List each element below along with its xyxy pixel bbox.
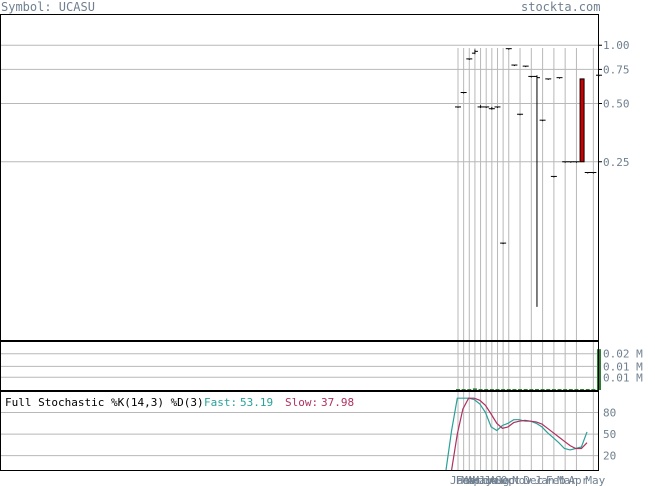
x-tick-label: Oct bbox=[501, 474, 521, 486]
volume-bar bbox=[534, 389, 539, 390]
volume-bar bbox=[557, 389, 562, 390]
volume-bar bbox=[574, 389, 579, 390]
axis-labels: Full Stochastic %K(14,3) %D(3) Fast: 53.… bbox=[5, 39, 643, 486]
x-tick-label: Dec bbox=[523, 474, 543, 486]
price-bar bbox=[579, 78, 585, 163]
x-tick-label: Mar bbox=[461, 474, 481, 486]
price-tick-label: 0.50 bbox=[603, 98, 630, 111]
price-panel bbox=[455, 48, 602, 307]
volume-bar bbox=[585, 389, 590, 390]
x-tick-label: May bbox=[585, 474, 605, 486]
x-tick-label: Jan bbox=[535, 474, 555, 486]
volume-bar bbox=[551, 389, 556, 390]
x-tick-label: Mar bbox=[557, 474, 577, 486]
price-tick-label: 0.25 bbox=[603, 156, 630, 169]
slow-legend-label: Slow: bbox=[285, 396, 318, 409]
x-tick-label: Apr bbox=[467, 474, 487, 486]
x-tick-label: Apr bbox=[568, 474, 588, 486]
volume-bar bbox=[467, 389, 472, 390]
x-tick-label: Feb bbox=[456, 474, 476, 486]
stochastic-panel bbox=[445, 397, 588, 471]
grid-layer bbox=[0, 44, 602, 470]
volume-bar bbox=[501, 389, 506, 390]
stochastic-frame bbox=[0, 391, 599, 471]
volume-bar bbox=[489, 389, 494, 390]
volume-bar bbox=[563, 389, 568, 390]
price-tick-label: 1.00 bbox=[603, 39, 630, 52]
price-tick-label: 0.75 bbox=[603, 63, 630, 76]
fast-legend-label: Fast: bbox=[204, 396, 237, 409]
volume-bar bbox=[478, 389, 483, 390]
volume-bar bbox=[546, 389, 551, 390]
volume-bar bbox=[472, 388, 477, 390]
panel-frames bbox=[0, 14, 599, 471]
symbol-label: Symbol: UCASU bbox=[1, 0, 95, 14]
stochastic-tick-label: 20 bbox=[603, 450, 616, 463]
volume-panel bbox=[456, 349, 601, 390]
volume-bar bbox=[591, 389, 596, 390]
volume-tick-label: 0.01 M bbox=[603, 371, 643, 384]
x-tick-label: Jan bbox=[450, 474, 470, 486]
volume-tick-label: 0.02 M bbox=[603, 348, 643, 361]
volume-bar bbox=[506, 389, 511, 390]
stochastic-tick-label: 80 bbox=[603, 407, 616, 420]
volume-bar bbox=[484, 389, 489, 390]
volume-bar bbox=[456, 389, 460, 390]
volume-frame bbox=[0, 341, 599, 391]
x-tick-label: Nov bbox=[512, 474, 532, 486]
volume-bar bbox=[580, 389, 585, 390]
fast-legend-value: 53.19 bbox=[240, 396, 273, 409]
volume-bar bbox=[568, 389, 573, 390]
stochastic-tick-label: 50 bbox=[603, 428, 616, 441]
volume-bar bbox=[461, 389, 466, 390]
stochastic-title: Full Stochastic %K(14,3) %D(3) bbox=[5, 396, 204, 409]
volume-bar bbox=[529, 389, 534, 390]
volume-bar bbox=[523, 389, 528, 390]
site-label[interactable]: stockta.com bbox=[521, 0, 601, 14]
x-tick-label: Aug bbox=[489, 474, 509, 486]
x-tick-label: Jul bbox=[484, 474, 504, 486]
volume-tick-label: 0.01 M bbox=[603, 360, 643, 373]
slow-legend-value: 37.98 bbox=[321, 396, 354, 409]
x-tick-label: Feb bbox=[546, 474, 566, 486]
volume-bar bbox=[495, 389, 500, 390]
price-frame bbox=[0, 14, 599, 341]
x-tick-label: Sep bbox=[495, 474, 515, 486]
volume-bar bbox=[518, 389, 523, 390]
x-tick-label: May bbox=[473, 474, 493, 486]
volume-bar bbox=[512, 389, 517, 390]
x-tick-label: Jun bbox=[478, 474, 498, 486]
stochastic-slow-line bbox=[451, 397, 588, 471]
volume-bar bbox=[540, 389, 545, 390]
